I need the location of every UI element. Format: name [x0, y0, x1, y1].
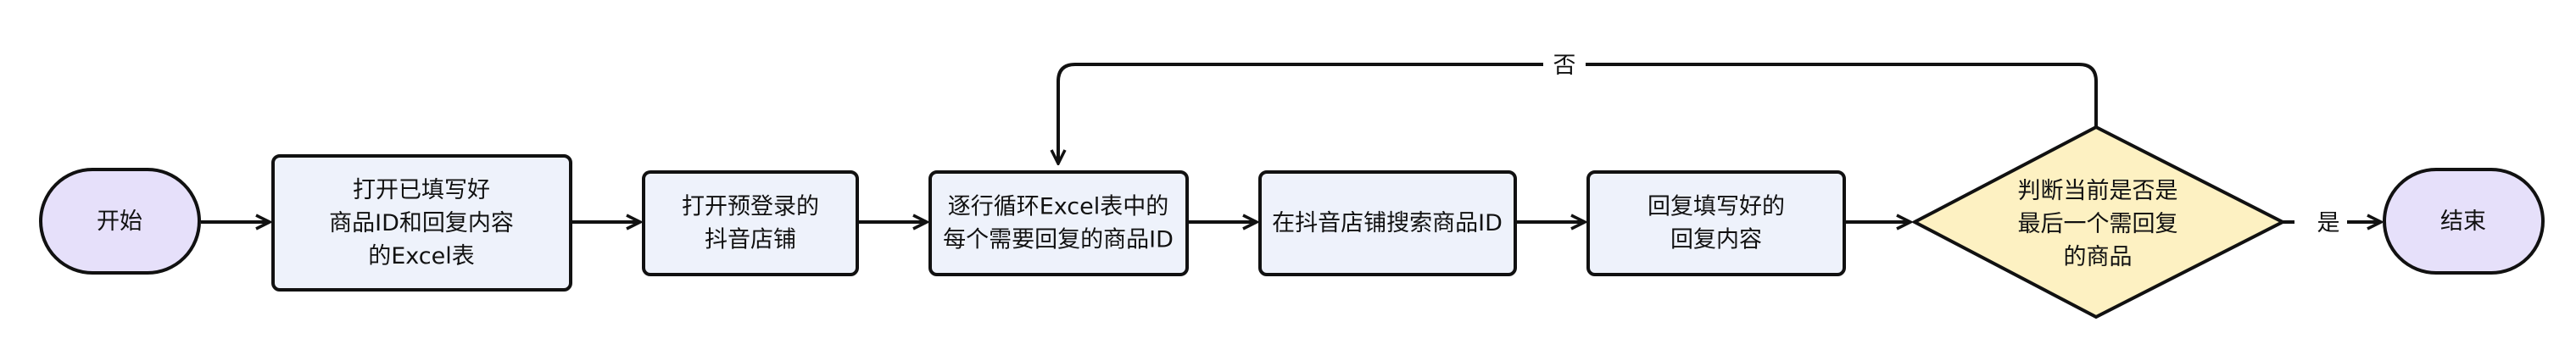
- svg-text:结束: 结束: [2440, 208, 2486, 235]
- open-excel-node: 打开已填写好商品ID和回复内容的Excel表: [271, 154, 572, 292]
- node-label-line: 判断当前是否是: [2018, 178, 2178, 204]
- node-label-line: 打开预登录的: [682, 194, 819, 220]
- node-label-line: 最后一个需回复: [2018, 211, 2178, 237]
- node-label-line: 的Excel表: [368, 243, 475, 269]
- open-store-node: 打开预登录的抖音店铺: [642, 170, 859, 276]
- node-label-line: 抖音店铺: [705, 227, 796, 253]
- node-label-line: 每个需要回复的商品ID: [943, 227, 1174, 253]
- node-label-line: 商品ID和回复内容: [329, 210, 514, 236]
- node-label-line: 打开已填写好: [353, 177, 490, 203]
- start-node: 开始: [39, 168, 201, 275]
- loop-ids-node: 逐行循环Excel表中的每个需要回复的商品ID: [928, 170, 1189, 276]
- svg-text:回复填写好的回复内容: 回复填写好的回复内容: [1648, 194, 1785, 253]
- svg-text:逐行循环Excel表中的每个需要回复的商品ID: 逐行循环Excel表中的每个需要回复的商品ID: [943, 194, 1174, 253]
- search-id-node: 在抖音店铺搜索商品ID: [1258, 170, 1517, 276]
- edge-label-no: 否: [1553, 53, 1576, 79]
- svg-text:开始: 开始: [97, 208, 142, 235]
- node-label-line: 回复内容: [1670, 227, 1762, 253]
- check-last-decision-node: 判断当前是否是最后一个需回复的商品: [1910, 125, 2287, 319]
- node-label-line: 开始: [97, 208, 142, 235]
- node-label-line: 在抖音店铺搜索商品ID: [1272, 210, 1503, 236]
- svg-text:打开预登录的抖音店铺: 打开预登录的抖音店铺: [682, 194, 819, 253]
- end-node: 结束: [2383, 168, 2545, 275]
- node-label-line: 回复填写好的: [1648, 194, 1785, 220]
- node-label-line: 的商品: [2064, 244, 2133, 270]
- svg-text:判断当前是否是最后一个需回复的商品: 判断当前是否是最后一个需回复的商品: [2018, 178, 2178, 270]
- edge-no-loop-back: [1058, 63, 2098, 164]
- node-label-line: 逐行循环Excel表中的: [948, 194, 1169, 220]
- svg-text:打开已填写好商品ID和回复内容的Excel表: 打开已填写好商品ID和回复内容的Excel表: [329, 177, 514, 269]
- svg-text:在抖音店铺搜索商品ID: 在抖音店铺搜索商品ID: [1272, 210, 1503, 236]
- reply-node: 回复填写好的回复内容: [1586, 170, 1846, 276]
- node-label-line: 结束: [2440, 208, 2486, 235]
- edge-label-yes: 是: [2317, 210, 2340, 236]
